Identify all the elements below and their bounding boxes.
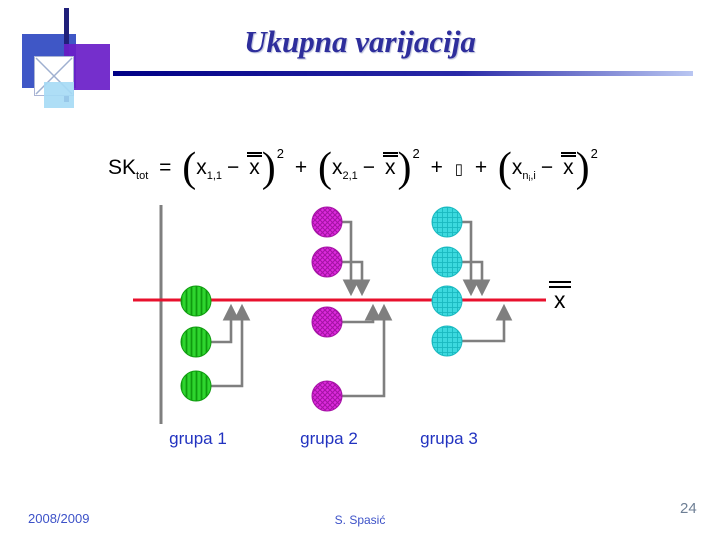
grand-mean-symbol: x xyxy=(247,152,262,178)
title-divider xyxy=(113,71,693,76)
equals-sign: = xyxy=(159,156,172,179)
deviation-arrow xyxy=(340,220,360,297)
formula-term-1: (x1,1−x)2 xyxy=(182,145,284,191)
deviation-arrow xyxy=(340,260,371,297)
footer-year: 2008/2009 xyxy=(28,511,90,526)
data-point-circle xyxy=(180,370,212,402)
formula-term-n: (xni,i−x)2 xyxy=(497,145,598,191)
data-point-circle xyxy=(311,246,343,278)
deviation-arrow xyxy=(460,303,513,343)
group-2-label: grupa 2 xyxy=(300,429,358,448)
slide-title: Ukupna varijacija xyxy=(244,24,476,59)
deviation-arrow xyxy=(460,260,491,297)
plus-sign: + xyxy=(474,156,488,179)
data-point-circle xyxy=(180,285,212,317)
deviation-arrow xyxy=(340,303,393,398)
logo-lightblue-square xyxy=(44,82,74,108)
formula-lhs: SKtot xyxy=(108,156,149,182)
plus-sign: + xyxy=(294,156,308,179)
footer-author: S. Spasić xyxy=(334,513,386,527)
ellipsis-box-icon: ▯ xyxy=(454,161,463,178)
data-point-circle xyxy=(431,325,463,357)
deviation-arrow xyxy=(209,303,251,388)
data-point-circle xyxy=(311,206,343,238)
plus-sign: + xyxy=(430,156,443,179)
group-3-label: grupa 3 xyxy=(420,429,478,448)
data-point-circle xyxy=(311,380,343,412)
grand-mean-label: x xyxy=(549,281,571,314)
data-point-circle xyxy=(431,206,463,238)
page-number: 24 xyxy=(680,500,697,517)
data-point-circle xyxy=(431,246,463,278)
formula-term-2: (x2,1−x)2 xyxy=(317,145,420,191)
deviation-arrow xyxy=(340,303,382,324)
deviation-arrow xyxy=(460,220,480,297)
data-point-circle xyxy=(311,306,343,338)
grand-mean-symbol: x xyxy=(561,152,576,178)
slide-logo xyxy=(14,4,132,112)
total-variation-formula: SKtot = (x1,1−x)2 + (x2,1−x)2 + ▯ + (xni… xyxy=(108,128,598,191)
data-point-circle xyxy=(431,285,463,317)
grand-mean-symbol: x xyxy=(383,152,398,178)
deviation-arrow xyxy=(209,303,240,344)
group-1-label: grupa 1 xyxy=(169,429,227,448)
data-point-circle xyxy=(180,326,212,358)
